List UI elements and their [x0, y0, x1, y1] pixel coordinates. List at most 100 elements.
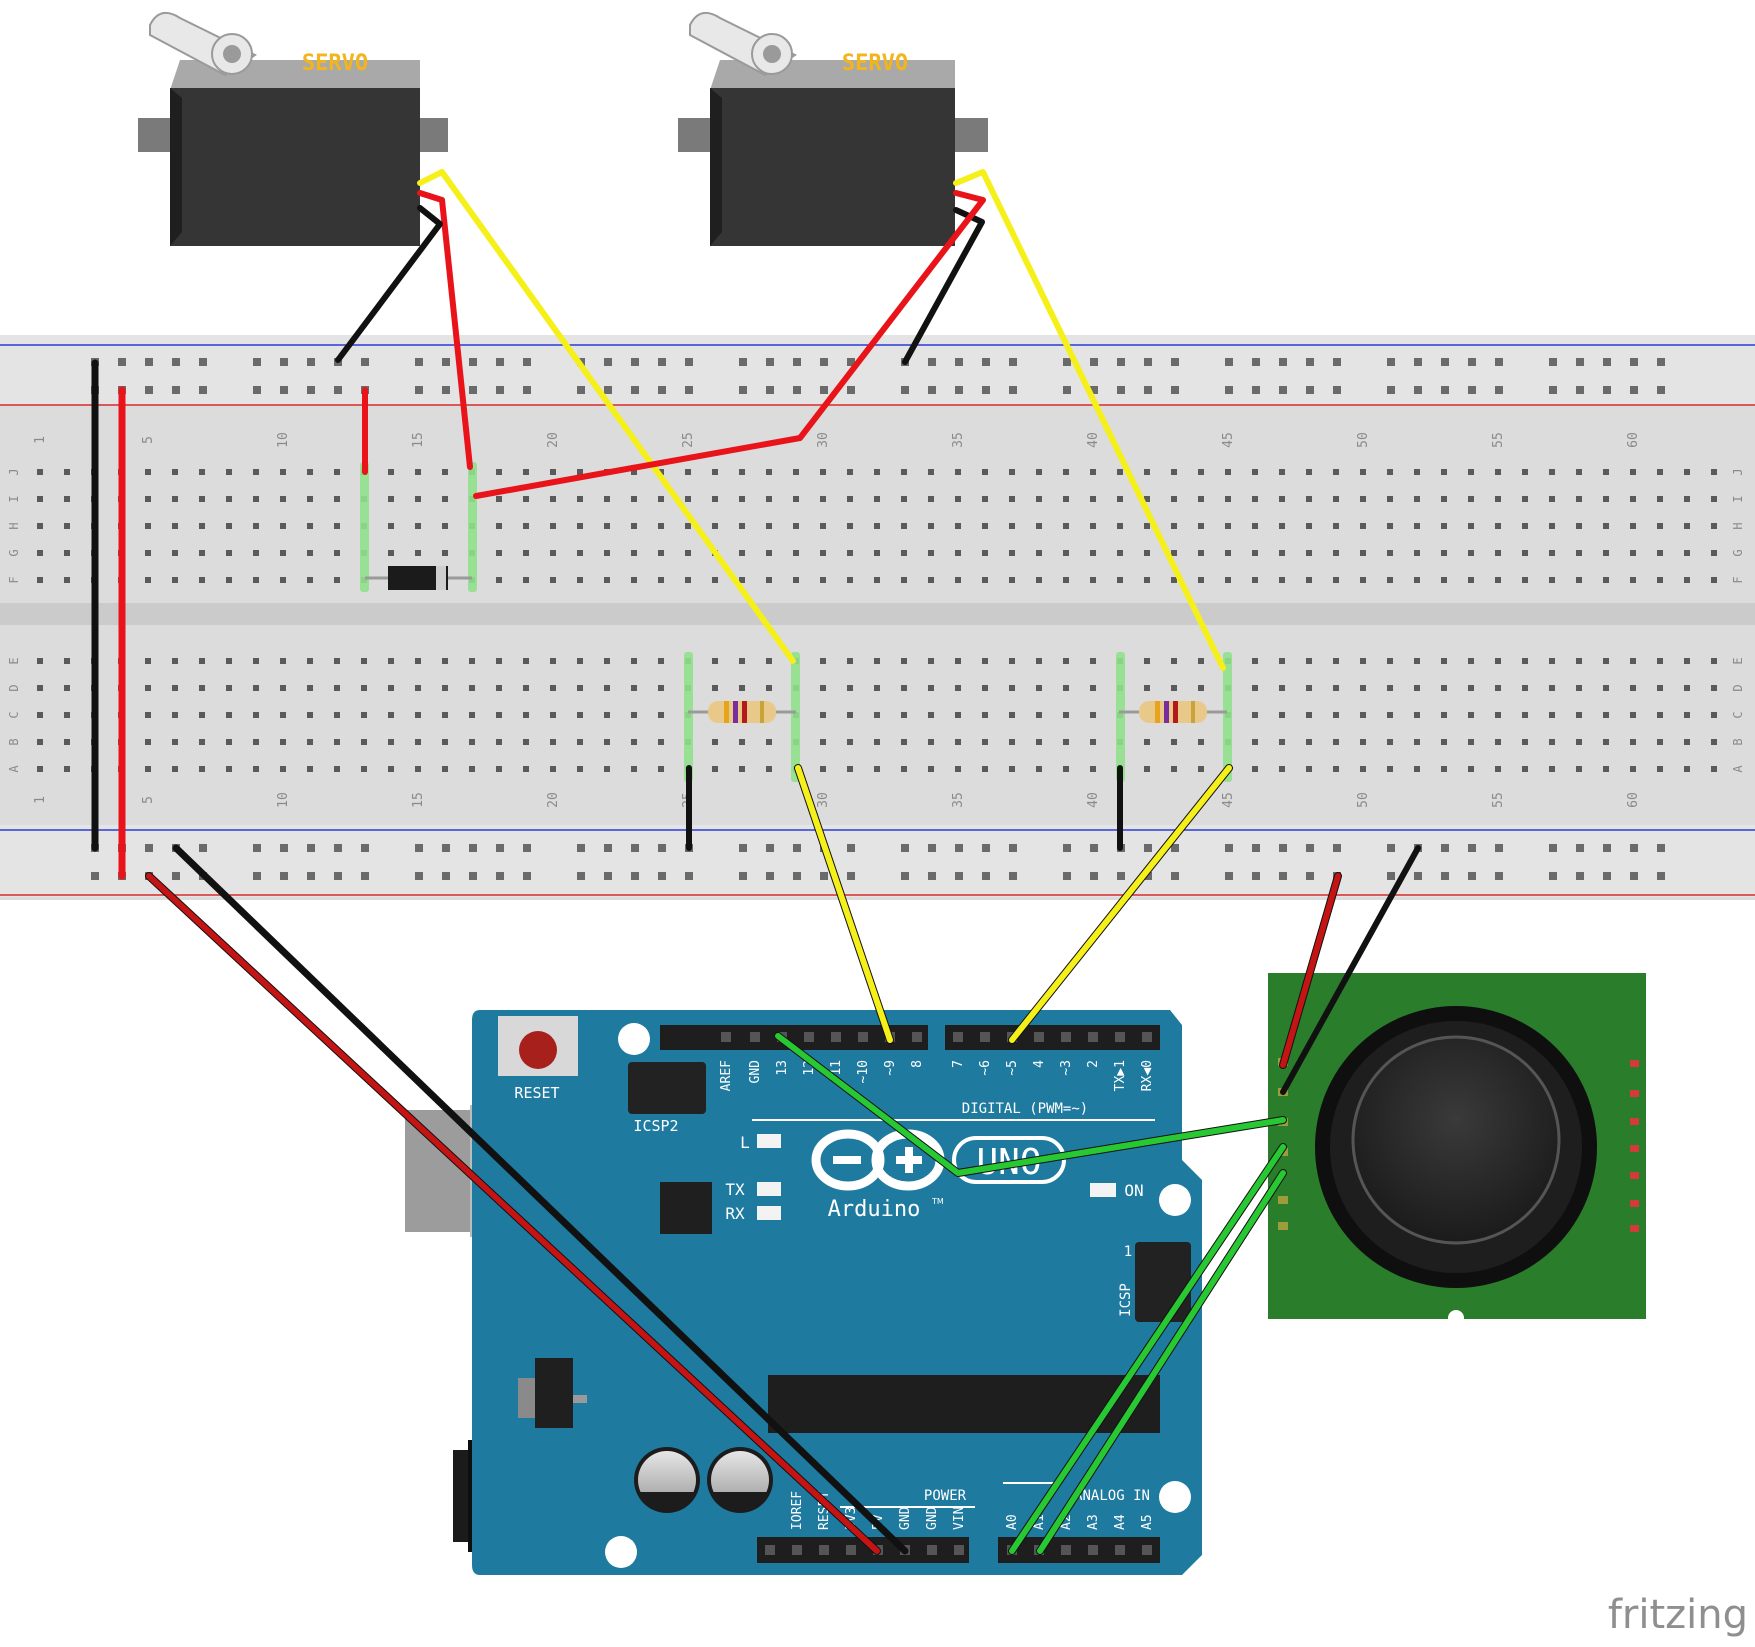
rail-hole: [1468, 844, 1476, 852]
rail-hole: [658, 358, 666, 366]
wires: [91, 169, 1421, 1555]
header-hole: [954, 1545, 964, 1555]
joystick-knob[interactable]: [1351, 1035, 1561, 1245]
rail-hole: [1225, 358, 1233, 366]
rail-hole: [1549, 358, 1557, 366]
column-number: 5: [141, 796, 156, 804]
rail-hole: [685, 386, 693, 394]
icsp-header: [1135, 1242, 1191, 1322]
rail-hole: [415, 872, 423, 880]
rail-hole: [901, 872, 909, 880]
header-hole: [927, 1545, 937, 1555]
rail-hole: [820, 358, 828, 366]
power-pin-label: GND: [898, 1506, 913, 1530]
rail-hole: [1063, 386, 1071, 394]
rail-hole: [631, 386, 639, 394]
rail-hole: [1225, 872, 1233, 880]
terminal-strip-top: [27, 452, 1727, 587]
column-number: 40: [1086, 792, 1101, 808]
rail-hole: [1657, 358, 1665, 366]
rail-hole: [1657, 872, 1665, 880]
rail-hole: [1441, 386, 1449, 394]
row-letter: G: [1731, 549, 1745, 556]
rail-hole: [739, 872, 747, 880]
rail-hole: [1468, 358, 1476, 366]
rail-hole: [172, 358, 180, 366]
rail-hole: [496, 358, 504, 366]
wire-servo1-power: [417, 190, 473, 470]
row-letter: J: [1731, 468, 1745, 475]
column-number: 1: [33, 796, 48, 804]
rail-hole: [1144, 872, 1152, 880]
rail-hole: [1630, 844, 1638, 852]
rail-hole: [1090, 844, 1098, 852]
reset-label: RESET: [514, 1084, 559, 1102]
rail-hole: [1306, 872, 1314, 880]
wire-joystick-gnd: [1280, 845, 1421, 1095]
rail-hole: [766, 872, 774, 880]
rail-hole: [982, 358, 990, 366]
column-number: 60: [1626, 432, 1641, 448]
led-on-label: ON: [1124, 1181, 1143, 1200]
column-number: 55: [1491, 432, 1506, 448]
rail-hole: [901, 386, 909, 394]
analog-label: ANALOG IN: [1074, 1488, 1150, 1504]
header-hole: [1115, 1545, 1125, 1555]
rail-hole: [1603, 386, 1611, 394]
row-letter: D: [7, 684, 21, 691]
rail-hole: [1306, 358, 1314, 366]
rail-hole: [1171, 358, 1179, 366]
header-hole: [1088, 1032, 1098, 1042]
resistor-1: [688, 701, 796, 723]
power-pin-label: IOREF: [790, 1491, 805, 1530]
rail-hole: [1603, 844, 1611, 852]
servo-label: SERVO: [302, 51, 368, 76]
led-tx-label: TX: [725, 1180, 745, 1199]
rail-hole: [361, 844, 369, 852]
rail-hole: [766, 386, 774, 394]
column-number: 20: [546, 792, 561, 808]
rail-hole: [1117, 386, 1125, 394]
rail-hole: [982, 872, 990, 880]
rail-hole: [631, 844, 639, 852]
digital-pin-label: ~9: [883, 1060, 898, 1076]
rail-hole: [1063, 872, 1071, 880]
digital-label: DIGITAL (PWM=~): [962, 1101, 1088, 1117]
rail-hole: [415, 844, 423, 852]
rail-hole: [685, 358, 693, 366]
column-number: 5: [141, 436, 156, 444]
rail-hole: [1576, 844, 1584, 852]
rail-hole: [955, 358, 963, 366]
led-rx-label: RX: [725, 1204, 745, 1223]
digital-pin-label: 4: [1032, 1060, 1047, 1068]
rail-hole: [1144, 358, 1152, 366]
analog-pin-label: A3: [1086, 1514, 1101, 1530]
rail-hole: [280, 872, 288, 880]
rail-hole: [1387, 358, 1395, 366]
rail-hole: [1495, 386, 1503, 394]
digital-pin-label: ~3: [1059, 1060, 1074, 1076]
rail-hole: [1225, 386, 1233, 394]
rail-hole: [442, 872, 450, 880]
arduino-tm: TM: [931, 1197, 944, 1206]
rail-hole: [1252, 844, 1260, 852]
rail-hole: [1603, 872, 1611, 880]
rail-hole: [982, 844, 990, 852]
wire-servo1-signal: [417, 169, 796, 664]
rail-hole: [928, 872, 936, 880]
rail-hole: [1414, 358, 1422, 366]
rail-hole: [658, 872, 666, 880]
rail-hole: [1333, 358, 1341, 366]
rail-hole: [1495, 844, 1503, 852]
rail-hole: [1576, 872, 1584, 880]
row-letter: F: [7, 576, 21, 583]
column-number: 15: [411, 792, 426, 808]
rail-hole: [577, 844, 585, 852]
row-letter: H: [1731, 522, 1745, 529]
rail-hole: [1279, 872, 1287, 880]
row-letter: G: [7, 549, 21, 556]
rail-hole: [145, 358, 153, 366]
rail-hole: [1576, 386, 1584, 394]
